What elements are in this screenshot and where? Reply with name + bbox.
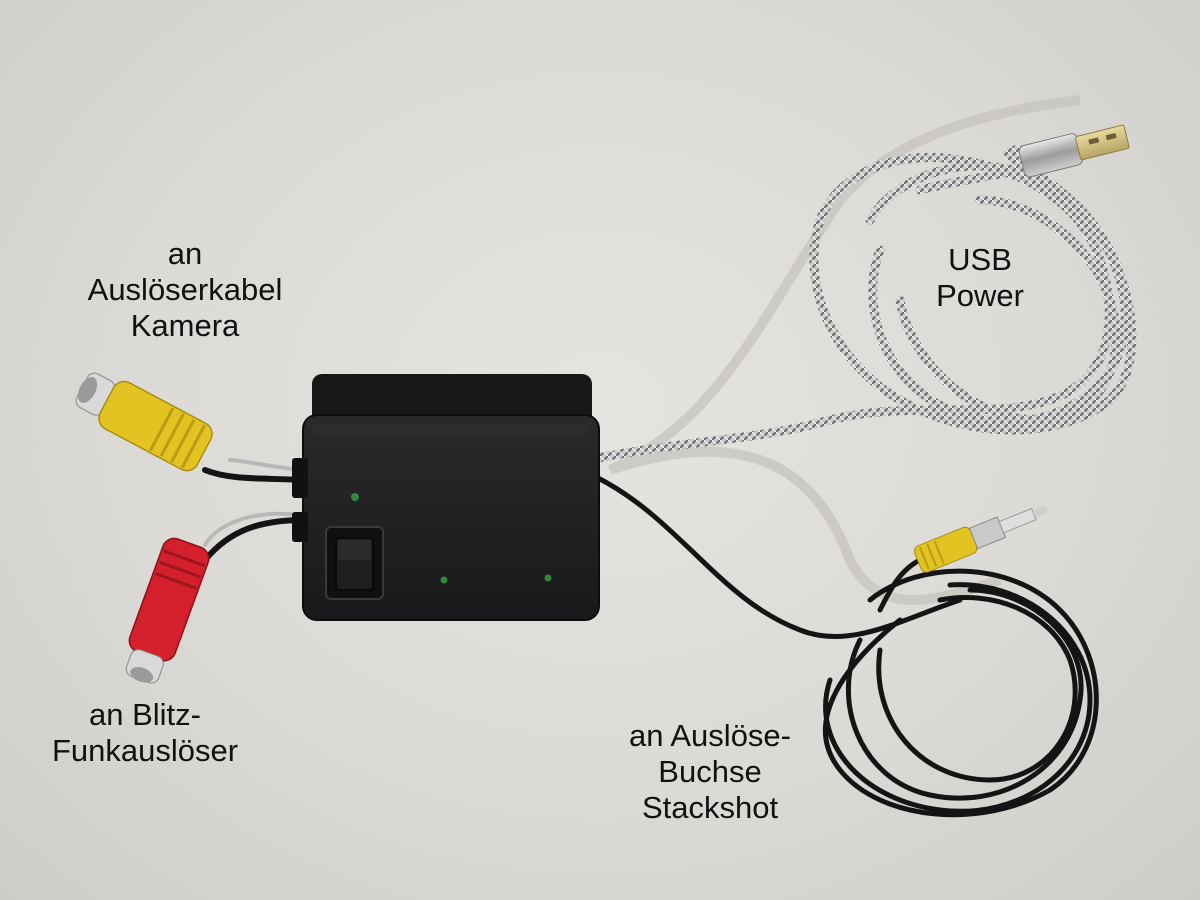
label-camera-line-3: Kamera [130,308,240,343]
label-usb-line-2: Power [936,278,1024,313]
label-flash-line-1: an Blitz- [89,697,201,732]
stackshot-cable-coil [595,475,1099,818]
label-usb-line-1: USB [948,242,1012,277]
label-flash: an Blitz- Funkauslöser [30,697,260,769]
cable-shadows [607,95,1081,605]
rca-socket-flash [125,537,210,684]
power-switch [325,526,384,600]
label-stackshot-line-1: an Auslöse- [629,718,791,753]
label-camera-line-1: an [167,236,203,271]
label-flash-line-2: Funkauslöser [51,733,239,768]
label-camera: an Auslöserkabel Kamera [70,236,300,344]
label-stackshot-line-2: Buchse [658,754,762,789]
label-usb: USB Power [900,242,1060,314]
left-cables [202,458,308,563]
label-stackshot-line-3: Stackshot [641,790,779,825]
label-stackshot: an Auslöse- Buchse Stackshot [600,718,820,826]
usb-connector [1018,124,1130,178]
rca-plug-stackshot [913,506,1048,573]
usb-cable-coil [593,145,1137,463]
rca-socket-camera [75,372,213,472]
label-camera-line-2: Auslöserkabel [87,272,283,307]
